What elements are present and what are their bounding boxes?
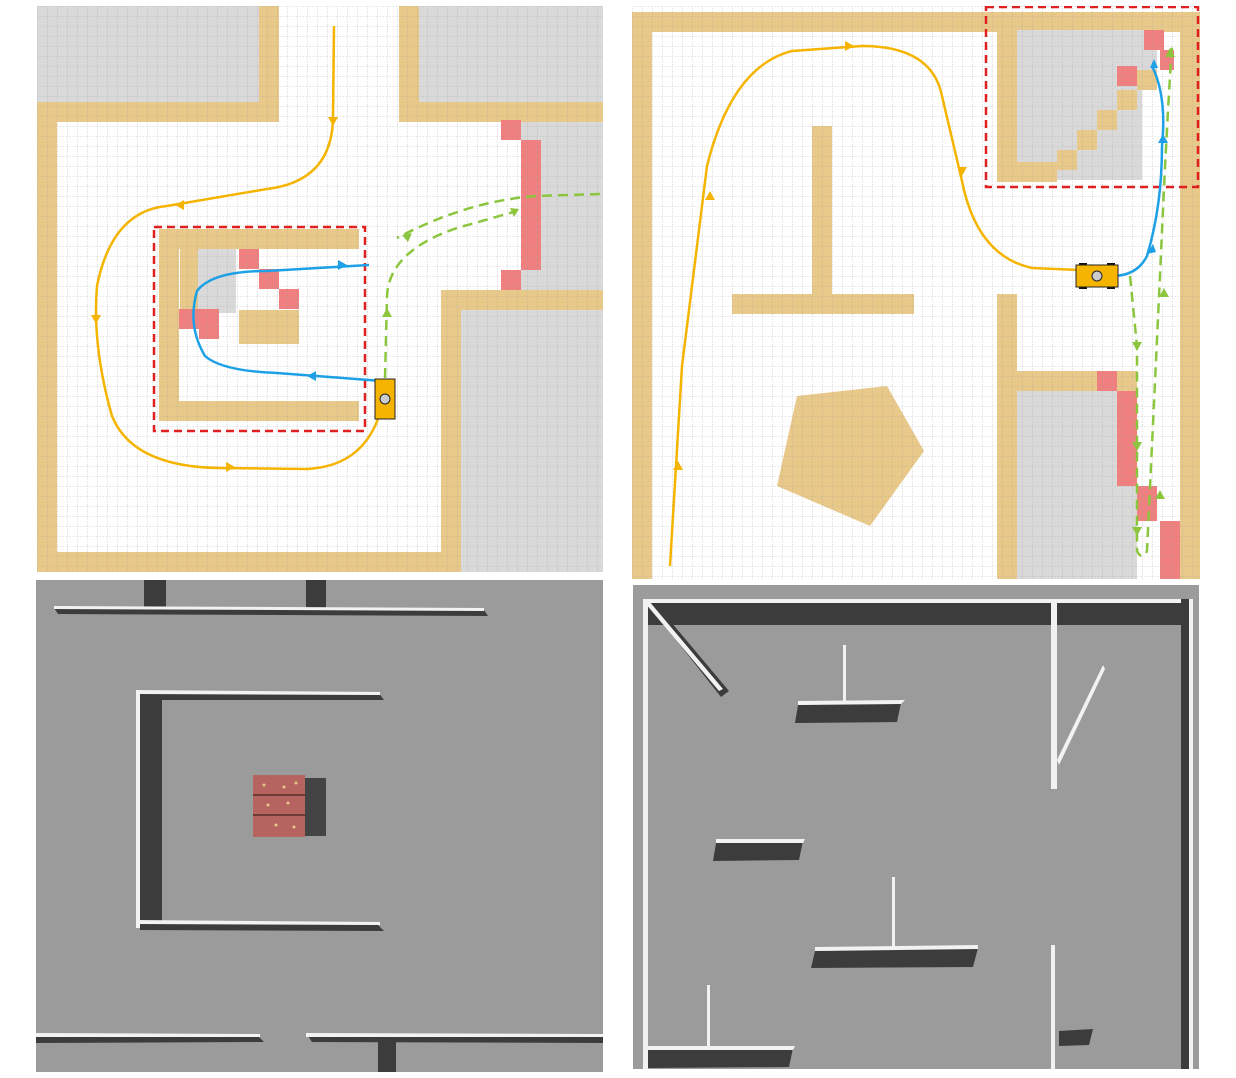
grid-lines [37,6,603,572]
grid-map-right-svg [632,6,1200,579]
simulation-right-svg [633,585,1199,1069]
brick-box-icon [253,775,326,837]
grid-map-left-svg [37,6,603,572]
simulation-left [36,580,603,1072]
grid-lines [632,6,1200,579]
sim-wall-t2 [713,839,805,861]
robot-icon [1076,263,1118,289]
grid-map-left [37,6,603,572]
sim-floor [633,585,1199,1069]
robot-icon [375,379,395,419]
simulation-left-svg [36,580,603,1072]
grid-map-right [632,6,1200,579]
simulation-right [633,585,1199,1069]
